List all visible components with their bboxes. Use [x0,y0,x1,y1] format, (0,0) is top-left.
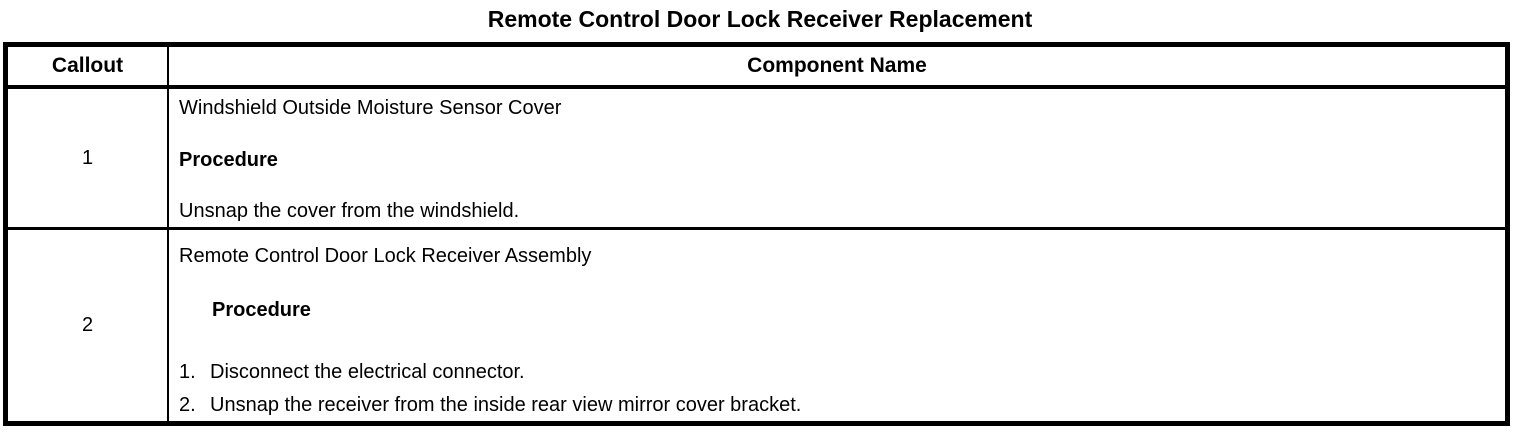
component-name-text: Windshield Outside Moisture Sensor Cover [179,97,562,119]
step-text: Unsnap the receiver from the inside rear… [210,394,802,416]
step-number: 2. [179,394,196,416]
procedure-step-list: 1. Disconnect the electrical connector. … [179,356,1495,422]
component-cell: Remote Control Door Lock Receiver Assemb… [169,230,1505,421]
table-row: 2 Remote Control Door Lock Receiver Asse… [8,230,1505,421]
procedure-heading: Procedure [212,299,311,321]
table-header-row: Callout Component Name [8,47,1505,89]
callout-cell: 1 [8,89,169,227]
table-row: 1 Windshield Outside Moisture Sensor Cov… [8,89,1505,230]
step-text: Disconnect the electrical connector. [210,361,525,383]
component-name-text: Remote Control Door Lock Receiver Assemb… [179,245,592,267]
procedure-step-text: Unsnap the cover from the windshield. [179,200,520,222]
procedure-heading: Procedure [179,149,278,171]
callout-number: 2 [81,314,94,336]
callout-number: 1 [81,146,94,169]
component-name-column-header: Component Name [747,54,927,77]
page-title: Remote Control Door Lock Receiver Replac… [487,6,1033,32]
procedure-step: 2. Unsnap the receiver from the inside r… [179,389,1495,422]
callout-cell: 2 [8,230,169,421]
callout-component-table: Callout Component Name 1 Windshield Outs… [3,42,1510,426]
component-cell: Windshield Outside Moisture Sensor Cover… [169,89,1505,227]
callout-column-header: Callout [8,47,169,85]
step-number: 1. [179,361,196,383]
procedure-step: 1. Disconnect the electrical connector. [179,356,1495,389]
